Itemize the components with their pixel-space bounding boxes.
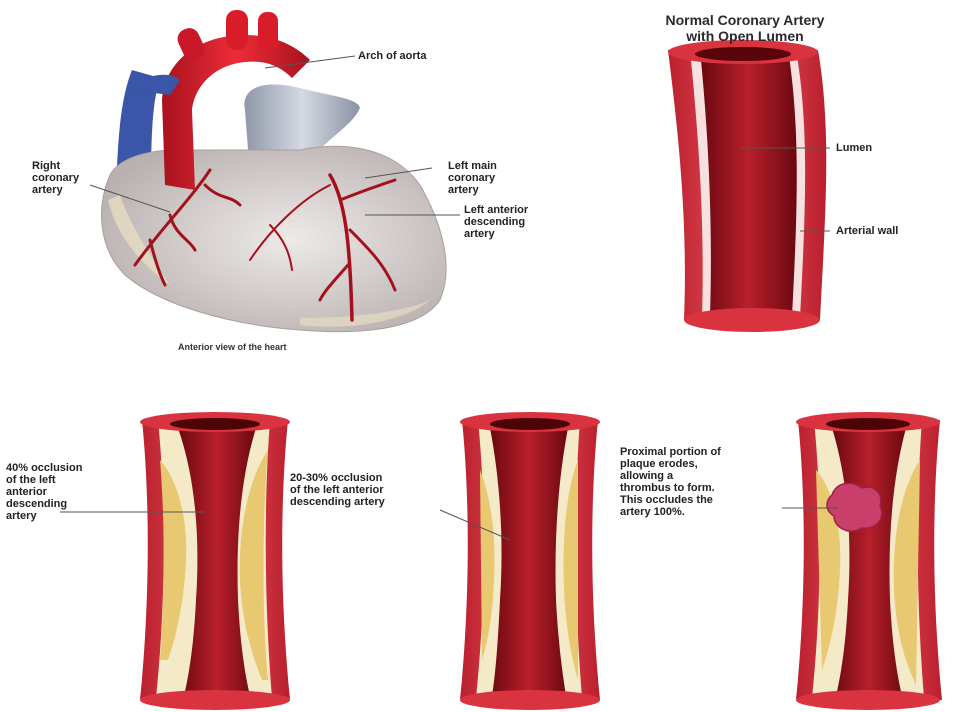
artery-40-occlusion — [60, 412, 290, 710]
normal-artery-title: Normal Coronary Artery with Open Lumen — [665, 12, 825, 44]
thrombus-clot — [826, 482, 883, 532]
label-left-main-coronary-artery: Left main coronary artery — [448, 160, 497, 196]
label-arterial-wall: Arterial wall — [836, 225, 899, 237]
normal-artery-lumen — [700, 50, 797, 316]
artery-thrombus — [782, 412, 942, 710]
label-right-coronary-artery: Right coronary artery — [32, 160, 80, 196]
normal-artery-bottom-opening — [684, 308, 820, 332]
heart-leader-lines — [89, 55, 460, 216]
aorta-branch-1 — [226, 10, 248, 50]
plaque-20-right — [563, 460, 578, 680]
lumen-20-30 — [490, 428, 568, 696]
plaque-20-left — [480, 470, 495, 660]
right-atrium-vein — [130, 74, 180, 95]
normal-artery — [668, 40, 830, 332]
aorta-branch-3 — [177, 28, 205, 60]
label-lumen: Lumen — [836, 142, 873, 154]
heart-illustration — [101, 10, 447, 333]
aorta-branch-2 — [258, 12, 278, 52]
caption-anterior-view: Anterior view of the heart — [178, 342, 287, 352]
artery-20-30-occlusion — [439, 412, 600, 710]
label-left-anterior-descending-artery: Left anterior descending artery — [464, 204, 529, 240]
fat-tissue-lower — [300, 300, 430, 327]
label-40-occlusion: 40% occlusion of the left anterior desce… — [6, 462, 83, 522]
plaque-40-right — [239, 450, 268, 680]
label-thrombus: Proximal portion of plaque erodes, allow… — [620, 446, 721, 518]
label-arch-of-aorta: Arch of aorta — [358, 50, 427, 62]
lumen-40 — [178, 428, 256, 696]
fat-tissue — [108, 195, 170, 285]
label-20-30-occlusion: 20-30% occlusion of the left anterior de… — [290, 472, 385, 508]
plaque-40-left — [160, 460, 187, 660]
coronary-vessels — [133, 168, 397, 322]
aorta-arch — [162, 35, 310, 190]
